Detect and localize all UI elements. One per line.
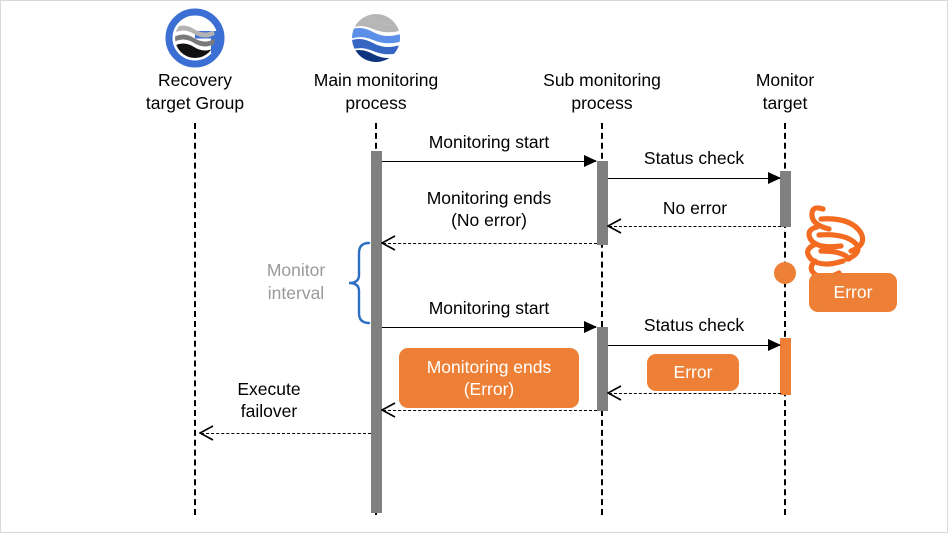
monitoring-sphere-icon [276,7,476,69]
arrowhead-right-icon [768,172,781,184]
participant-recovery-target-group: Recovery target Group [95,7,295,115]
participant-label: Recovery target Group [145,70,245,113]
participant-label: Monitor target [755,70,815,113]
monitor-interval-bracket-icon [348,241,371,325]
participant-label: Sub monitoring process [543,70,661,113]
activation-bar-main-process [371,151,382,513]
arrowhead-open-left-icon [199,425,214,441]
message-label-monitoring-start-2: Monitoring start [428,298,550,318]
lifeline-sub-monitoring-process [601,123,603,515]
lifeline-recovery-target-group [194,123,196,515]
message-label-monitoring-ends-no-error: Monitoring ends (No error) [426,188,552,231]
arrowhead-right-icon [584,155,597,167]
recovery-group-globe-icon [95,7,295,69]
arrowhead-open-left-icon [607,218,622,234]
message-label-execute-failover: Execute failover [237,379,301,422]
arrowhead-right-icon [768,339,781,351]
arrowhead-open-left-icon [381,235,396,251]
message-label-no-error-reply: No error [662,198,728,218]
activation-bar-monitor-target-error [780,338,791,395]
monitoring-ends-error-badge: Monitoring ends (Error) [399,348,579,408]
arrowhead-open-left-icon [381,402,396,418]
participant-main-monitoring-process: Main monitoring process [276,7,476,115]
activation-bar-monitor-target-1 [780,171,791,227]
error-event-dot [774,262,796,284]
error-badge-monitor-target: Error [809,273,897,312]
lifeline-monitor-target [784,123,786,515]
participant-label: Main monitoring process [313,70,439,113]
monitor-interval-label: Monitor interval [266,260,326,303]
message-label-status-check-1: Status check [643,148,745,168]
activation-bar-sub-process-2 [597,327,608,411]
arrowhead-open-left-icon [607,385,622,401]
error-badge-sub-process: Error [647,354,739,391]
participant-sub-monitoring-process: Sub monitoring process [502,69,702,115]
participant-monitor-target: Monitor target [685,69,885,115]
message-label-status-check-2: Status check [643,315,745,335]
message-label-monitoring-start-1: Monitoring start [428,132,550,152]
arrowhead-right-icon [584,321,597,333]
activation-bar-sub-process-1 [597,161,608,245]
